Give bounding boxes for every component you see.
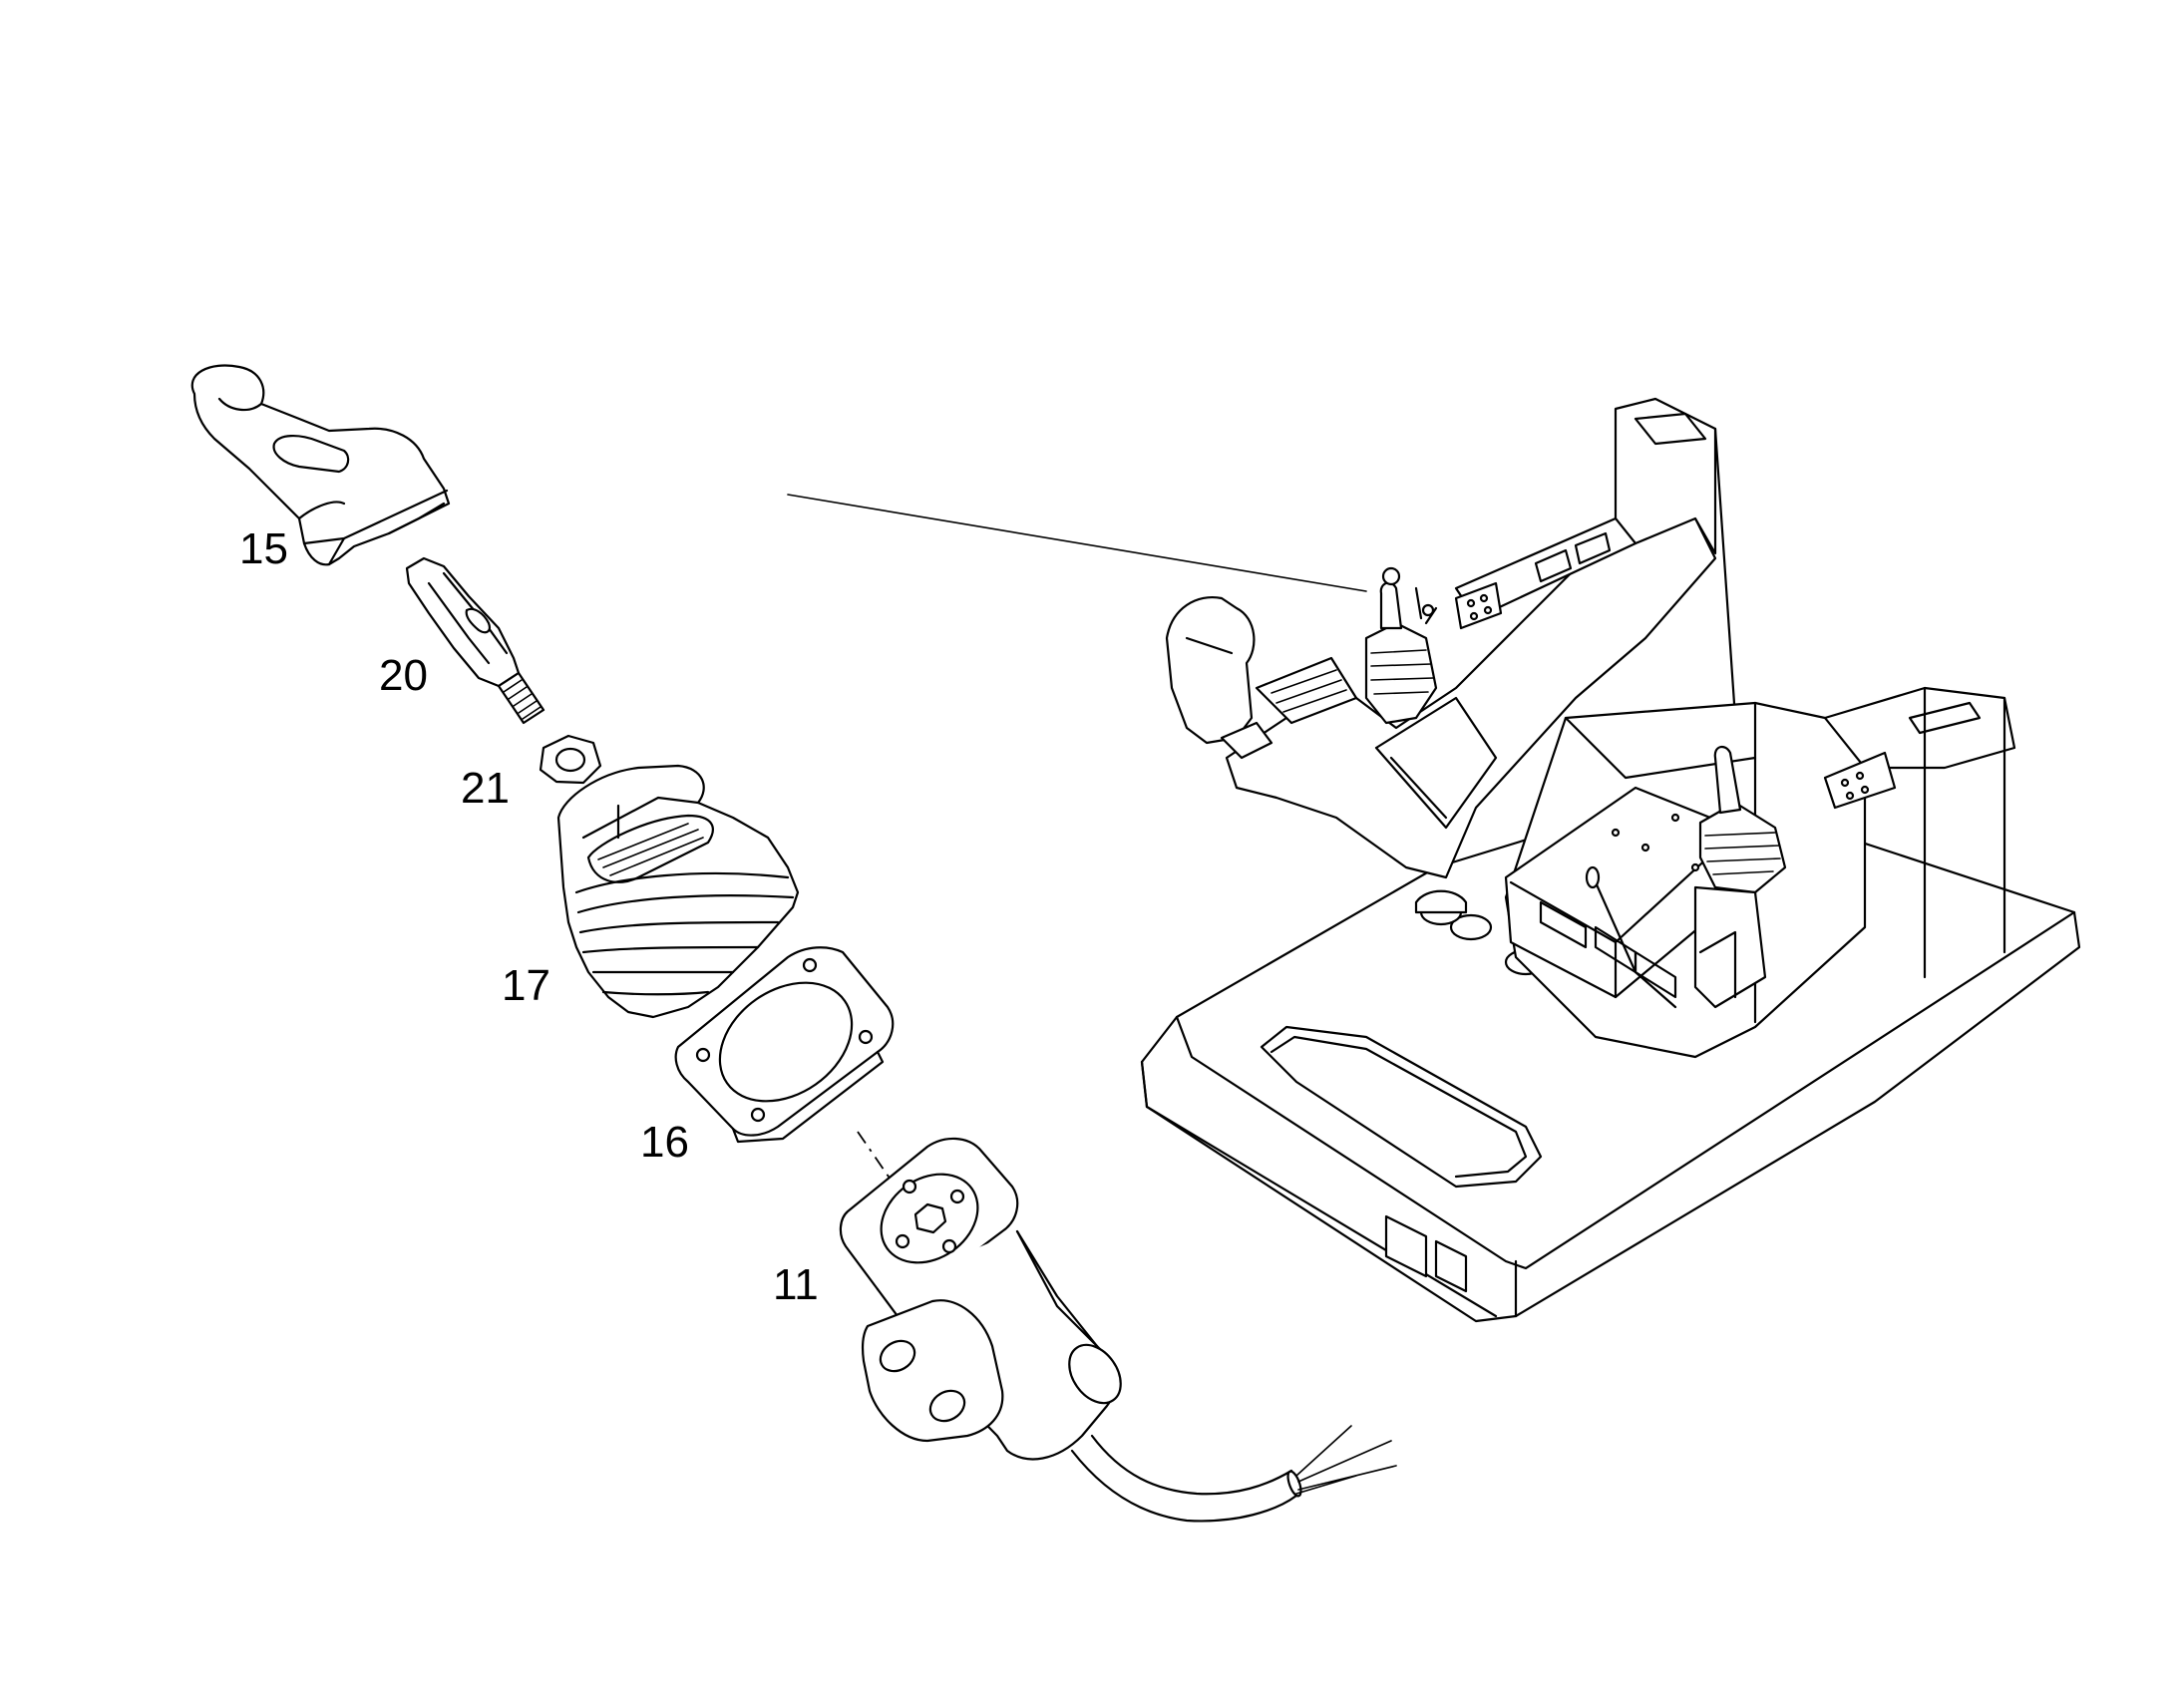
part-label-11: 11 bbox=[773, 1260, 819, 1309]
part-label-16: 16 bbox=[640, 1118, 689, 1167]
leader-line bbox=[787, 494, 1367, 592]
part-16-flange-plate[interactable] bbox=[674, 946, 895, 1144]
part-label-20: 20 bbox=[379, 651, 428, 700]
part-15-joystick-handle[interactable] bbox=[190, 364, 451, 566]
part-11-pilot-valve[interactable] bbox=[839, 1137, 1397, 1523]
part-label-21: 21 bbox=[461, 764, 510, 813]
part-17-rubber-boot[interactable] bbox=[556, 764, 800, 1019]
cab-floor-assembly bbox=[1140, 397, 2081, 1323]
part-label-17: 17 bbox=[502, 961, 550, 1010]
part-label-15: 15 bbox=[239, 524, 288, 573]
part-20-shaft[interactable] bbox=[405, 556, 545, 725]
part-21-hex-nut[interactable] bbox=[539, 734, 602, 785]
